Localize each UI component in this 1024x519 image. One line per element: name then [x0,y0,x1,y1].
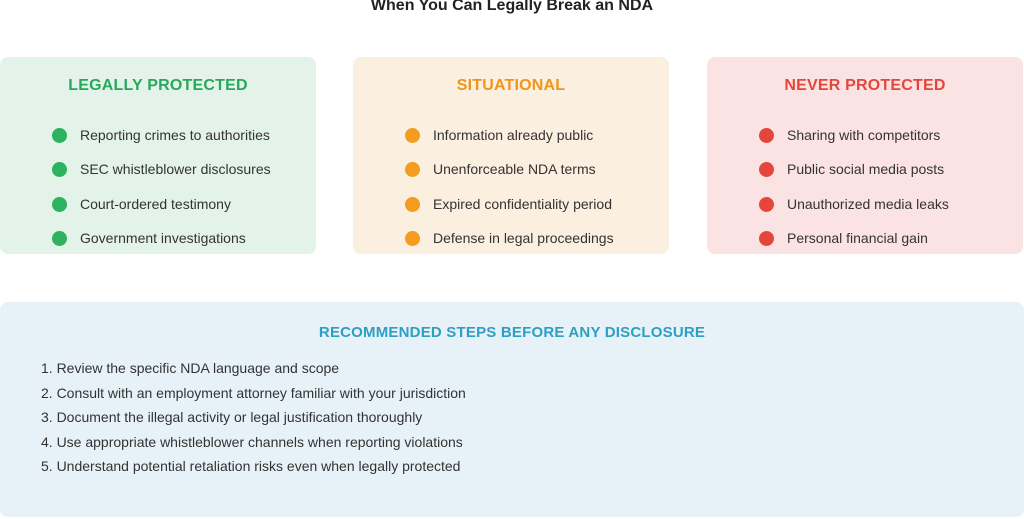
situational-card: SITUATIONAL Information already public U… [353,57,669,254]
green-dot-icon [52,128,67,143]
red-dot-icon [759,196,774,212]
item-label: Public social media posts [787,161,945,178]
list-item: Unenforceable NDA terms [405,160,614,194]
list-item: Public social media posts [759,160,949,194]
item-label: Personal financial gain [787,230,928,247]
step-item: 2. Consult with an employment attorney f… [41,384,466,401]
list-item: SEC whistleblower disclosures [52,160,271,194]
green-dot-icon [52,231,67,247]
item-label: Reporting crimes to authorities [80,127,270,143]
card-heading: LEGALLY PROTECTED [68,77,248,94]
list-item: Defense in legal proceedings [405,229,614,263]
red-dot-icon [759,162,774,178]
list-item: Reporting crimes to authorities [52,126,271,160]
item-label: Defense in legal proceedings [433,230,614,247]
legally-protected-card: LEGALLY PROTECTED Reporting crimes to au… [0,57,316,254]
orange-dot-icon [405,196,420,212]
page-title: When You Can Legally Break an NDA [370,0,654,14]
item-label: Court-ordered testimony [80,195,231,212]
list-item: Unauthorized media leaks [759,195,949,229]
step-item: 4. Use appropriate whistleblower channel… [41,433,463,450]
item-label: Expired confidentiality period [433,195,612,212]
red-dot-icon [759,128,774,143]
item-list: Reporting crimes to authorities SEC whis… [52,126,271,264]
item-list: Information already public Unenforceable… [405,126,614,264]
item-label: Government investigations [80,230,246,247]
green-dot-icon [52,162,67,178]
list-item: Government investigations [52,229,271,263]
orange-dot-icon [405,128,420,143]
list-item: Court-ordered testimony [52,195,271,229]
steps-list: 1. Review the specific NDA language and … [41,359,466,482]
step-item: 3. Document the illegal activity or lega… [41,409,423,425]
list-item: Sharing with competitors [759,126,949,160]
item-label: Unenforceable NDA terms [433,161,596,178]
item-label: SEC whistleblower disclosures [80,161,271,178]
item-label: Sharing with competitors [787,127,941,143]
green-dot-icon [52,196,67,212]
list-item: Expired confidentiality period [405,195,614,229]
recommended-steps-panel: RECOMMENDED STEPS BEFORE ANY DISCLOSURE … [0,302,1024,517]
steps-heading: RECOMMENDED STEPS BEFORE ANY DISCLOSURE [318,324,706,341]
list-item: Personal financial gain [759,229,949,263]
red-dot-icon [759,231,774,247]
never-protected-card: NEVER PROTECTED Sharing with competitors… [707,57,1023,254]
step-item: 5. Understand potential retaliation risk… [41,458,461,474]
card-heading: NEVER PROTECTED [784,77,946,94]
card-heading: SITUATIONAL [456,77,566,94]
orange-dot-icon [405,162,420,178]
step-item: 1. Review the specific NDA language and … [41,360,340,376]
item-label: Information already public [433,127,594,143]
list-item: Information already public [405,126,614,160]
orange-dot-icon [405,231,420,247]
item-list: Sharing with competitors Public social m… [759,126,949,264]
item-label: Unauthorized media leaks [787,195,949,212]
